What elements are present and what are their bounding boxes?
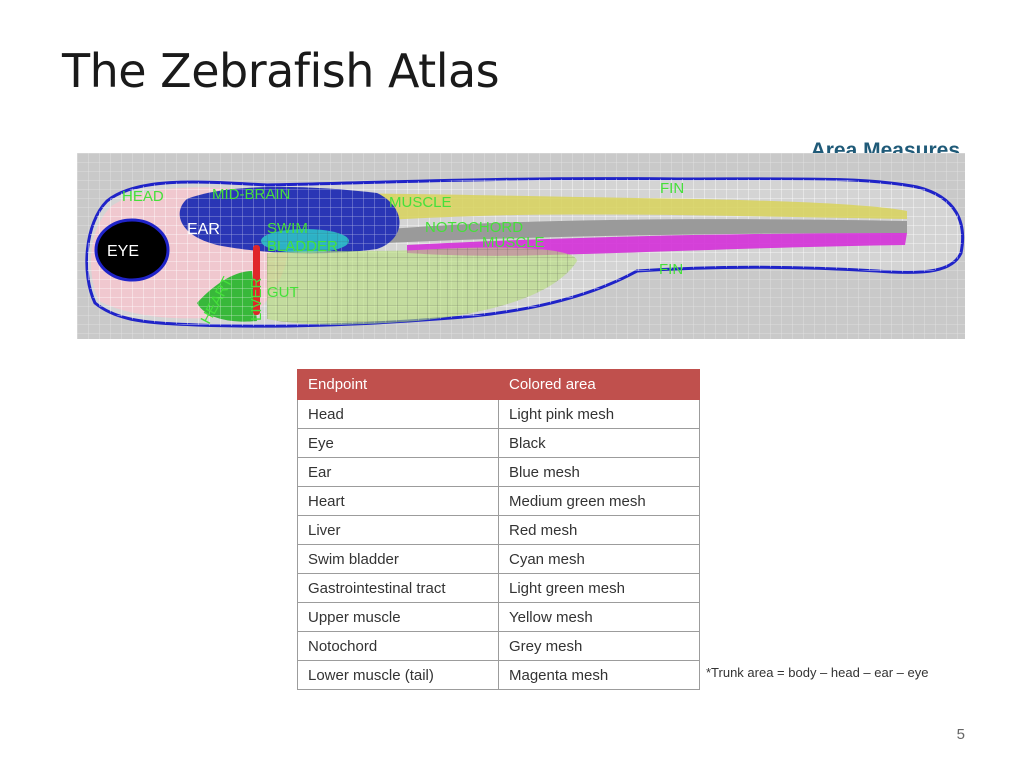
endpoint-cell: Swim bladder xyxy=(297,544,499,574)
colored-area-cell: Yellow mesh xyxy=(498,602,700,632)
endpoint-cell: Notochord xyxy=(297,631,499,661)
label-ear: EAR xyxy=(187,221,220,238)
colored-area-cell: Black xyxy=(498,428,700,458)
endpoint-cell: Ear xyxy=(297,457,499,487)
label-mid-brain: MID-BRAIN xyxy=(212,186,290,203)
table-row: Lower muscle (tail)Magenta mesh xyxy=(297,660,700,690)
label-swim-bladder-1: SWIM xyxy=(267,220,308,237)
label-liver: LIVER xyxy=(248,277,265,321)
label-muscle-upper: MUSCLE xyxy=(389,194,452,211)
endpoint-cell: Eye xyxy=(297,428,499,458)
label-notochord: NOTOCHORD xyxy=(425,219,523,236)
endpoint-cell: Gastrointestinal tract xyxy=(297,573,499,603)
upper-muscle-region xyxy=(287,193,907,227)
colored-area-cell: Magenta mesh xyxy=(498,660,700,690)
endpoint-cell: Upper muscle xyxy=(297,602,499,632)
column-header-colored-area: Colored area xyxy=(498,369,700,400)
zebrafish-larva-figure: HEAD MID-BRAIN MUSCLE FIN NOTOCHORD MUSC… xyxy=(77,153,965,339)
label-fin-bottom: FIN xyxy=(659,261,683,278)
table-header-row: Endpoint Colored area xyxy=(297,369,700,400)
endpoint-cell: Lower muscle (tail) xyxy=(297,660,499,690)
colored-area-cell: Medium green mesh xyxy=(498,486,700,516)
label-muscle-lower: MUSCLE xyxy=(482,234,545,251)
slide-title: The Zebrafish Atlas xyxy=(62,44,500,98)
colored-area-cell: Red mesh xyxy=(498,515,700,545)
label-head: HEAD xyxy=(122,188,164,205)
endpoint-cell: Liver xyxy=(297,515,499,545)
column-header-endpoint: Endpoint xyxy=(297,369,499,400)
liver-region xyxy=(253,245,260,315)
notochord-region xyxy=(347,219,907,245)
trunk-area-footnote: *Trunk area = body – head – ear – eye xyxy=(706,665,929,680)
label-gut: GUT xyxy=(267,284,299,301)
colored-area-cell: Cyan mesh xyxy=(498,544,700,574)
label-swim-bladder-2: BLADDER xyxy=(267,238,338,255)
colored-area-cell: Blue mesh xyxy=(498,457,700,487)
eye-region xyxy=(96,220,168,280)
colored-area-cell: Grey mesh xyxy=(498,631,700,661)
label-fin-top: FIN xyxy=(660,180,684,197)
label-eye: EYE xyxy=(107,243,139,260)
endpoint-cell: Heart xyxy=(297,486,499,516)
colored-area-cell: Light green mesh xyxy=(498,573,700,603)
colored-area-cell: Light pink mesh xyxy=(498,399,700,429)
page-number: 5 xyxy=(956,726,965,743)
endpoint-cell: Head xyxy=(297,399,499,429)
